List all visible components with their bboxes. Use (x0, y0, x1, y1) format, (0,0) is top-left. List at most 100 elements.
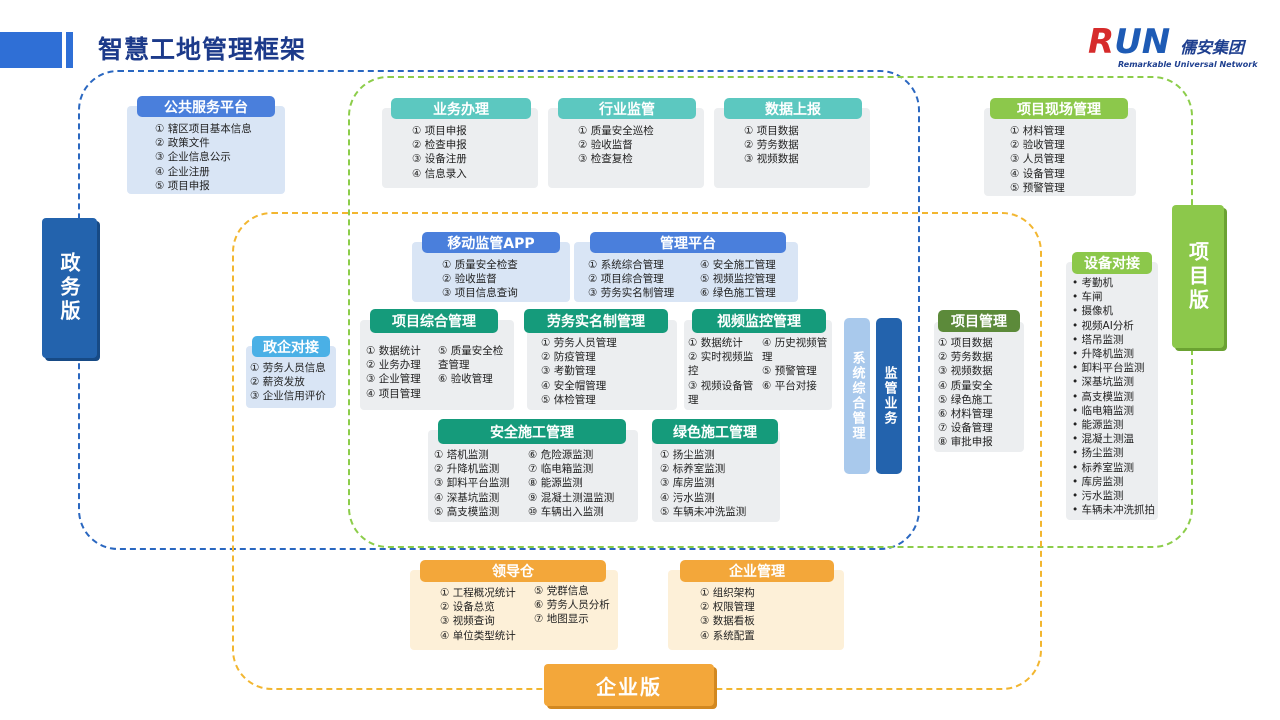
list-item: ⑥ 平台对接 (762, 379, 817, 392)
list-item: ⑤ 体检管理 (541, 393, 596, 406)
list-item: ④ 单位类型统计 (440, 629, 516, 642)
project-edition-tab: 项目版 (1172, 205, 1224, 348)
list-item: ② 升降机监测 (434, 463, 500, 476)
list-item: ⑤ 高支模监测 (434, 505, 500, 518)
list-item: ③ 考勤管理 (541, 365, 596, 378)
supervision-business-bar: 监管业务 (876, 318, 902, 474)
list-item: ④ 设备管理 (1010, 167, 1065, 180)
list-item: ④ 深基坑监测 (434, 491, 500, 504)
list-item: ⑤ 党群信息 (534, 585, 589, 597)
device-card: • 考勤机 • 车闸 • 摄像机 • 视频AI分析 • 塔吊监测 • 升降机监测… (1066, 262, 1158, 520)
list-item: ⑤ 视频监控管理 (700, 273, 776, 286)
list-item: ② 劳务数据 (938, 351, 993, 364)
list-item: ⑤ 车辆未冲洗监测 (660, 505, 747, 518)
list-item: ① 项目数据 (744, 125, 799, 137)
list-item: • 摄像机 (1072, 305, 1114, 318)
list-item: ④ 项目管理 (366, 387, 421, 400)
list-item: ① 塔机监测 (434, 449, 489, 461)
logo-company-name: 儒安集团 (1180, 38, 1245, 57)
list-item: • 混凝土测温 (1072, 433, 1135, 446)
list-item: ① 数据统计 (366, 345, 421, 357)
page-title: 智慧工地管理框架 (98, 35, 307, 64)
list-item: ② 实时视频监控 (688, 351, 754, 378)
video-col2: ④ 历史视频管理 ⑤ 预警管理 ⑥ 平台对接 (762, 336, 830, 393)
list-item: • 库房监测 (1072, 475, 1124, 488)
business-title: 业务办理 (391, 98, 531, 119)
safety-card: ① 塔机监测 ② 升降机监测 ③ 卸料平台监测 ④ 深基坑监测 ⑤ 高支模监测 … (428, 430, 638, 522)
public-service-title: 公共服务平台 (137, 96, 275, 117)
cockpit-col1: ① 工程概况统计 ② 设备总览 ③ 视频查询 ④ 单位类型统计 (440, 586, 516, 643)
list-item: ② 政策文件 (155, 137, 210, 150)
list-item: ⑥ 验收管理 (438, 373, 493, 386)
green-list: ① 扬尘监测 ② 标养室监测 ③ 库房监测 ④ 污水监测 ⑤ 车辆未冲洗监测 (660, 448, 746, 519)
gov-edition-tab: 政务版 (42, 218, 97, 358)
list-item: ① 项目申报 (412, 125, 467, 137)
list-item: ⑤ 项目申报 (155, 179, 210, 192)
enterprise-mgmt-card: ① 组织架构 ② 权限管理 ③ 数据看板 ④ 系统配置 (668, 570, 844, 650)
list-item: ③ 劳务实名制管理 (588, 287, 675, 300)
list-item: • 污水监测 (1072, 490, 1124, 503)
proj-comp-title: 项目综合管理 (370, 309, 498, 333)
industry-card: ① 质量安全巡检 ② 验收监督 ③ 检查复检 (548, 108, 704, 188)
list-item: ③ 库房监测 (660, 477, 715, 490)
list-item: ③ 数据看板 (700, 615, 755, 628)
header-accent-stripe (66, 32, 73, 68)
labor-list: ① 劳务人员管理 ② 防疫管理 ③ 考勤管理 ④ 安全帽管理 ⑤ 体检管理 (541, 336, 617, 407)
proj-mgmt-list: ① 项目数据 ② 劳务数据 ③ 视频数据 ④ 质量安全 ⑤ 绿色施工 ⑥ 材料管… (938, 336, 993, 450)
public-service-list: ① 辖区项目基本信息 ② 政策文件 ③ 企业信息公示 ④ 企业注册 ⑤ 项目申报 (155, 122, 252, 193)
list-item: ⑥ 绿色施工管理 (700, 287, 776, 300)
site-mgmt-title: 项目现场管理 (990, 98, 1128, 119)
list-item: ② 标养室监测 (660, 463, 726, 476)
list-item: ④ 历史视频管理 (762, 337, 828, 364)
list-item: • 车辆未冲洗抓拍 (1072, 504, 1156, 517)
list-item: ④ 污水监测 (660, 491, 715, 504)
gov-ent-title: 政企对接 (252, 336, 330, 357)
list-item: • 考勤机 (1072, 277, 1114, 289)
safety-title: 安全施工管理 (438, 419, 626, 444)
list-item: ③ 人员管理 (1010, 153, 1065, 166)
list-item: ② 权限管理 (700, 601, 755, 614)
mgmt-platform-col1: ① 系统综合管理 ② 项目综合管理 ③ 劳务实名制管理 (588, 258, 674, 301)
enterprise-mgmt-title: 企业管理 (680, 560, 834, 582)
list-item: ⑤ 预警管理 (762, 365, 817, 378)
list-item: ③ 企业管理 (366, 373, 421, 386)
list-item: ④ 安全施工管理 (700, 259, 776, 271)
list-item: ③ 企业信息公示 (155, 151, 231, 164)
logo-tagline: Remarkable Universal Network (1118, 60, 1258, 69)
green-title: 绿色施工管理 (652, 419, 778, 444)
list-item: ③ 项目信息查询 (442, 287, 518, 300)
enterprise-mgmt-list: ① 组织架构 ② 权限管理 ③ 数据看板 ④ 系统配置 (700, 586, 755, 643)
device-list: • 考勤机 • 车闸 • 摄像机 • 视频AI分析 • 塔吊监测 • 升降机监测… (1072, 276, 1155, 517)
list-item: ② 验收监督 (442, 273, 497, 286)
list-item: ① 工程概况统计 (440, 587, 516, 599)
list-item: ① 质量安全巡检 (578, 125, 654, 137)
list-item: ④ 安全帽管理 (541, 379, 607, 392)
list-item: ③ 企业信用评价 (250, 390, 326, 403)
list-item: ⑨ 混凝土测温监测 (528, 491, 615, 504)
mobile-app-list: ① 质量安全检查 ② 验收监督 ③ 项目信息查询 (442, 258, 518, 301)
list-item: ⑦ 临电箱监测 (528, 463, 594, 476)
list-item: • 临电箱监测 (1072, 404, 1135, 417)
data-report-list: ① 项目数据 ② 劳务数据 ③ 视频数据 (744, 124, 799, 167)
data-report-title: 数据上报 (724, 98, 862, 119)
list-item: ① 系统综合管理 (588, 259, 664, 271)
list-item: ① 劳务人员管理 (541, 337, 617, 349)
device-title: 设备对接 (1072, 252, 1152, 274)
proj-mgmt-title: 项目管理 (938, 310, 1020, 332)
list-item: ② 劳务数据 (744, 139, 799, 152)
list-item: ① 项目数据 (938, 337, 993, 349)
proj-mgmt-card: ① 项目数据 ② 劳务数据 ③ 视频数据 ④ 质量安全 ⑤ 绿色施工 ⑥ 材料管… (934, 322, 1024, 452)
list-item: ① 材料管理 (1010, 125, 1065, 137)
business-card: ① 项目申报 ② 检查申报 ③ 设备注册 ④ 信息录入 (382, 108, 538, 188)
mobile-app-title: 移动监管APP (422, 232, 560, 253)
list-item: ① 质量安全检查 (442, 259, 518, 271)
list-item: • 视频AI分析 (1072, 319, 1134, 332)
list-item: ③ 设备注册 (412, 153, 467, 166)
list-item: • 扬尘监测 (1072, 447, 1124, 460)
list-item: ② 防疫管理 (541, 351, 596, 364)
list-item: ⑥ 材料管理 (938, 408, 993, 421)
list-item: ⑤ 预警管理 (1010, 181, 1065, 194)
gov-ent-list: ① 劳务人员信息 ② 薪资发放 ③ 企业信用评价 (250, 361, 326, 404)
list-item: • 深基坑监测 (1072, 376, 1135, 389)
industry-title: 行业监管 (558, 98, 696, 119)
